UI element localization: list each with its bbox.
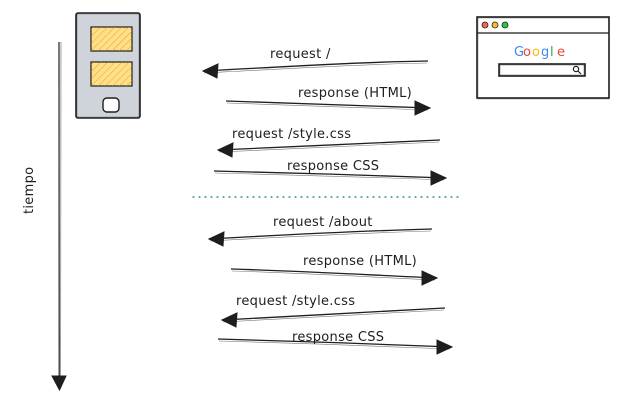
browser-window <box>476 16 610 99</box>
browser-minimize-dot <box>491 21 499 29</box>
message-label: request /style.css <box>236 294 355 309</box>
message-label: response (HTML) <box>298 86 412 101</box>
message-label: response CSS <box>287 159 379 174</box>
google-letter: o <box>532 45 540 60</box>
message-list: request / response (HTML) request /style… <box>201 47 454 355</box>
google-logo: G o o g l e <box>514 45 565 60</box>
arrowhead <box>421 270 439 286</box>
message-label: response CSS <box>292 330 384 345</box>
message-request: request /style.css <box>220 294 446 328</box>
browser-search-input[interactable] <box>498 63 586 77</box>
arrowhead <box>201 63 219 79</box>
google-letter: o <box>523 45 531 60</box>
browser-close-dot <box>481 21 489 29</box>
message-arrow <box>217 338 453 348</box>
arrowhead <box>414 100 432 116</box>
google-letter: e <box>557 45 565 60</box>
browser-server: G o o g l e <box>476 16 610 100</box>
time-axis-arrowhead <box>51 375 67 392</box>
arrowhead <box>216 142 234 158</box>
message-arrow <box>225 100 431 109</box>
google-letter: G <box>514 45 524 60</box>
arrowhead <box>436 339 454 355</box>
message-request: request /about <box>207 215 433 247</box>
phone-client <box>75 12 141 119</box>
message-request: request / <box>201 47 429 79</box>
message-label: response (HTML) <box>303 254 417 269</box>
phone-home-button <box>102 97 120 113</box>
message-arrow <box>213 170 447 179</box>
search-icon[interactable] <box>572 65 582 75</box>
google-letter: g <box>541 45 549 60</box>
message-response: response CSS <box>217 330 454 355</box>
message-label: request /style.css <box>232 127 351 142</box>
time-axis-label: tiempo <box>22 167 37 214</box>
message-response: response (HTML) <box>225 86 432 116</box>
message-request: request /style.css <box>216 127 441 158</box>
message-label: request / <box>270 47 331 62</box>
message-arrow <box>230 268 438 279</box>
message-response: response (HTML) <box>230 254 439 286</box>
google-letter: l <box>550 45 554 60</box>
message-arrow <box>217 139 441 151</box>
message-arrow <box>208 228 433 240</box>
arrowhead <box>220 312 238 328</box>
browser-maximize-dot <box>501 21 509 29</box>
message-response: response CSS <box>213 159 448 186</box>
arrowhead <box>430 170 448 186</box>
time-axis: tiempo <box>22 41 67 392</box>
message-arrow <box>202 60 429 72</box>
message-label: request /about <box>273 215 373 230</box>
message-arrow <box>221 307 446 321</box>
arrowhead <box>207 231 225 247</box>
